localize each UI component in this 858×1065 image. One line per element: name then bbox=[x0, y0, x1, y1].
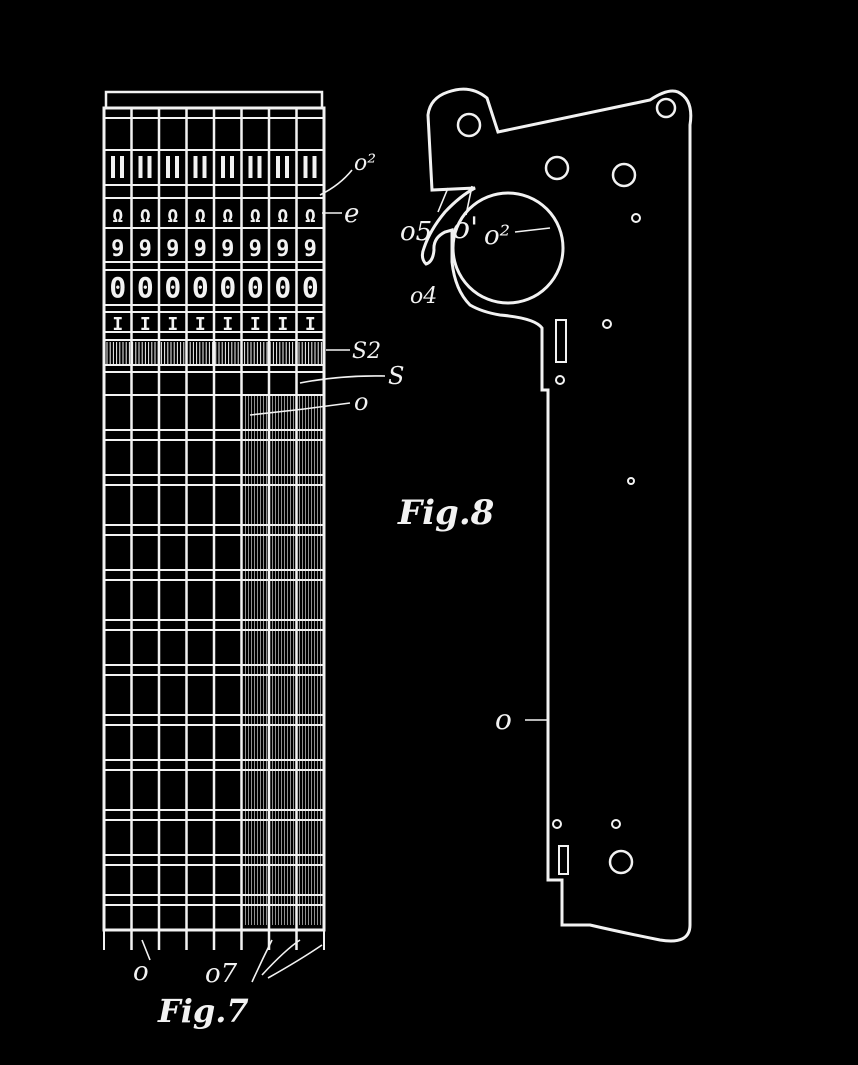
fig7-slot-mark bbox=[303, 156, 308, 178]
fig7-slot-mark bbox=[166, 156, 170, 178]
fig7-slot-mark bbox=[248, 156, 253, 178]
fig8-label-o4: o4 bbox=[410, 284, 437, 309]
fig7-slot-mark bbox=[230, 156, 234, 178]
fig8-label-o5: o5 bbox=[400, 217, 432, 247]
fig8-caption: Fig.8 bbox=[397, 493, 494, 533]
fig7-digit: Ω bbox=[140, 206, 151, 227]
fig7-slot-mark bbox=[147, 156, 152, 178]
fig7-slot-mark bbox=[276, 156, 280, 178]
fig8-label-o1: o' bbox=[452, 211, 478, 246]
fig8-plate-outline bbox=[420, 87, 693, 943]
fig7-digit: 9 bbox=[276, 237, 289, 262]
fig7-digit: I bbox=[222, 314, 233, 335]
fig7-digit: 9 bbox=[249, 237, 262, 262]
fig7-digit: 0 bbox=[137, 271, 154, 304]
fig8-small-hole-3 bbox=[555, 375, 565, 385]
fig7-slot-mark bbox=[221, 156, 225, 178]
fig7-leader-lines bbox=[141, 169, 386, 983]
fig7-digit: 9 bbox=[221, 237, 234, 262]
fig8-hole-upper-right bbox=[611, 162, 637, 188]
fig8-label-o: o bbox=[495, 703, 512, 736]
fig7-label-o2: o² bbox=[354, 151, 376, 176]
fig7-slot-mark bbox=[175, 156, 179, 178]
fig8-side-plate: o5 o' o² o4 o Fig.8 bbox=[397, 87, 693, 943]
fig7-digit: Ω bbox=[277, 206, 288, 227]
fig7-slot-mark bbox=[285, 156, 289, 178]
fig7-digit: 0 bbox=[302, 271, 319, 304]
fig8-large-bore bbox=[451, 191, 565, 305]
fig7-slot-mark bbox=[257, 156, 262, 178]
fig8-small-hole-6 bbox=[611, 819, 621, 829]
fig7-digit: 9 bbox=[111, 237, 124, 262]
fig7-digit: 9 bbox=[194, 237, 207, 262]
fig8-hole-upper-left bbox=[544, 155, 570, 181]
fig7-digit: I bbox=[277, 314, 288, 335]
fig7-slot-mark bbox=[120, 156, 124, 178]
fig7-digit: Ω bbox=[112, 206, 123, 227]
fig8-slot-lower bbox=[558, 845, 569, 875]
fig7-caption: Fig.7 bbox=[157, 992, 249, 1030]
fig7-digit: 9 bbox=[304, 237, 317, 262]
fig7-digit: 9 bbox=[139, 237, 152, 262]
fig7-label-o: o bbox=[354, 388, 368, 416]
fig7-digit: I bbox=[140, 314, 151, 335]
fig7-digit: 0 bbox=[274, 271, 291, 304]
fig7-digit: I bbox=[250, 314, 261, 335]
fig7-digit: Ω bbox=[195, 206, 206, 227]
fig8-small-hole-4 bbox=[627, 477, 635, 485]
fig7-slot-mark bbox=[202, 156, 207, 178]
fig7-digit: 0 bbox=[109, 271, 126, 304]
fig7-label-o7: o7 bbox=[205, 959, 238, 989]
fig7-digit: Ω bbox=[222, 206, 233, 227]
fig8-hole-top-corner bbox=[655, 97, 677, 119]
fig7-digit: 9 bbox=[166, 237, 179, 262]
fig7-label-e: e bbox=[344, 199, 359, 229]
fig8-small-hole-2 bbox=[602, 319, 612, 329]
fig7-digit: I bbox=[195, 314, 206, 335]
fig7-slot-mark bbox=[138, 156, 143, 178]
fig7-label-s: S bbox=[388, 362, 404, 390]
fig8-pivot-hole bbox=[456, 112, 482, 138]
fig8-small-hole-5 bbox=[552, 819, 562, 829]
fig7-digit: Ω bbox=[305, 206, 316, 227]
fig7-digit: 0 bbox=[164, 271, 181, 304]
fig8-leader-lines bbox=[437, 185, 551, 721]
fig7-digit: I bbox=[112, 314, 123, 335]
fig8-small-hole-1 bbox=[631, 213, 641, 223]
fig7-digit: 0 bbox=[219, 271, 236, 304]
fig7-digit: 0 bbox=[192, 271, 209, 304]
fig7-slot-mark bbox=[193, 156, 198, 178]
fig7-digit: I bbox=[305, 314, 316, 335]
fig7-digit: I bbox=[167, 314, 178, 335]
fig7-label-o-bottom: o bbox=[133, 957, 149, 987]
fig7-digit: Ω bbox=[250, 206, 261, 227]
fig7-digit: Ω bbox=[167, 206, 178, 227]
fig8-hole-bottom bbox=[608, 849, 634, 875]
fig7-digit: 0 bbox=[247, 271, 264, 304]
fig7-slot-mark bbox=[312, 156, 317, 178]
fig8-slot-upper bbox=[555, 319, 567, 363]
fig7-slot-mark bbox=[111, 156, 115, 178]
fig8-label-o2: o² bbox=[484, 221, 510, 251]
fig7-label-s2: S2 bbox=[352, 339, 381, 364]
